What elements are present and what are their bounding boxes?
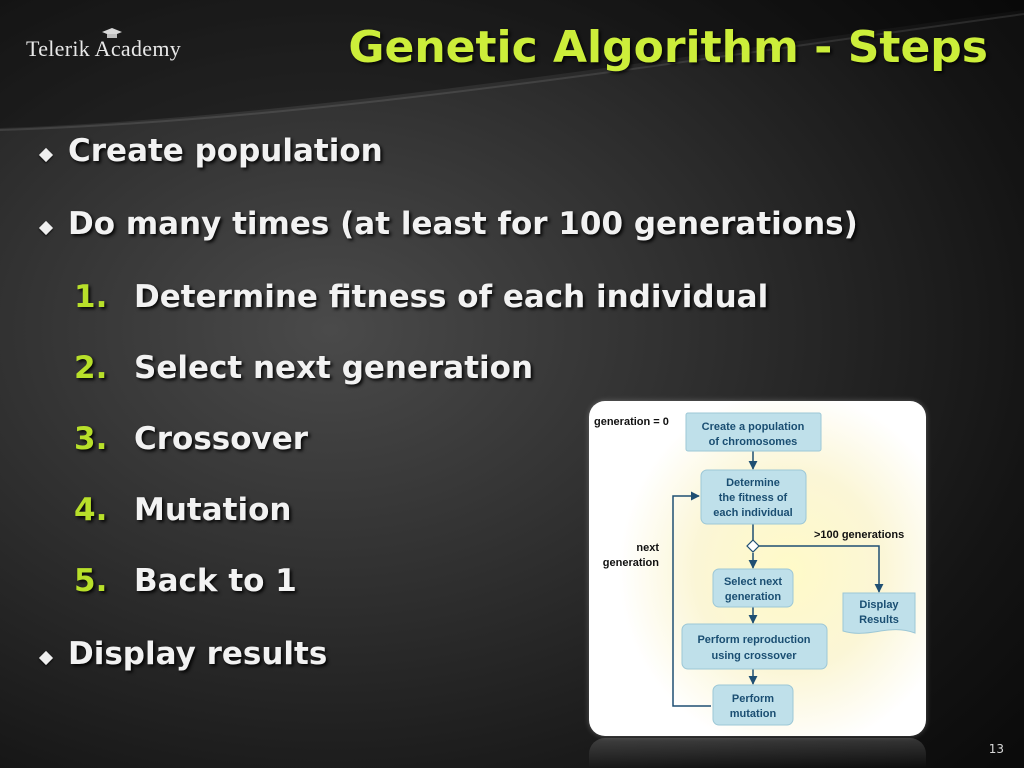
- step-text: Mutation: [134, 492, 292, 528]
- telerik-academy-logo: Telerik Academy: [26, 28, 182, 62]
- generation-limit-label: >100 generations: [814, 529, 904, 541]
- figure-reflection: [589, 738, 926, 768]
- select-line-1: Select next: [724, 576, 782, 588]
- step-text: Select next generation: [134, 350, 534, 386]
- bullet-do-many-times: Do many times (at least for 100 generati…: [68, 206, 858, 242]
- step-number: 2.: [74, 350, 108, 386]
- graduation-cap-icon: [102, 28, 122, 38]
- decision-diamond: [746, 539, 760, 553]
- display-line-2: Results: [859, 614, 899, 626]
- fitness-line-2: the fitness of: [719, 492, 788, 504]
- bullet-create-population: Create population: [68, 133, 383, 169]
- diamond-bullet-icon: [38, 650, 54, 666]
- mutation-line-2: mutation: [730, 708, 777, 720]
- next-generation-line-1: next: [636, 542, 659, 554]
- flow-boxes: [681, 412, 916, 726]
- fitness-line-3: each individual: [713, 507, 792, 519]
- diamond-bullet-icon: [38, 220, 54, 236]
- step-text: Back to 1: [134, 563, 297, 599]
- select-line-2: generation: [725, 591, 782, 603]
- step-text: Determine fitness of each individual: [134, 279, 769, 315]
- step-text: Crossover: [134, 421, 309, 457]
- step-number: 5.: [74, 563, 108, 599]
- next-generation-line-2: generation: [603, 557, 660, 569]
- crossover-line-1: Perform reproduction: [697, 634, 810, 646]
- step-number: 4.: [74, 492, 108, 528]
- logo-text: Telerik Academy: [26, 36, 182, 61]
- genetic-algorithm-flowchart: generation = 0 Create a population of ch…: [589, 401, 926, 736]
- create-population-line-2: of chromosomes: [709, 436, 798, 448]
- flowchart-svg: generation = 0 Create a population of ch…: [594, 412, 916, 726]
- bullet-display-results: Display results: [68, 636, 328, 672]
- page-number: 13: [988, 742, 1004, 756]
- step-number: 1.: [74, 279, 108, 315]
- crossover-line-2: using crossover: [712, 650, 798, 662]
- display-line-1: Display: [859, 599, 899, 611]
- flow-connectors: [672, 450, 884, 707]
- step-number: 3.: [74, 421, 108, 457]
- create-population-line-1: Create a population: [702, 421, 805, 433]
- mutation-line-1: Perform: [732, 693, 774, 705]
- slide-title: Genetic Algorithm - Steps: [348, 22, 988, 73]
- fitness-line-1: Determine: [726, 477, 780, 489]
- diamond-bullet-icon: [38, 147, 54, 163]
- generation-zero-label: generation = 0: [594, 416, 669, 428]
